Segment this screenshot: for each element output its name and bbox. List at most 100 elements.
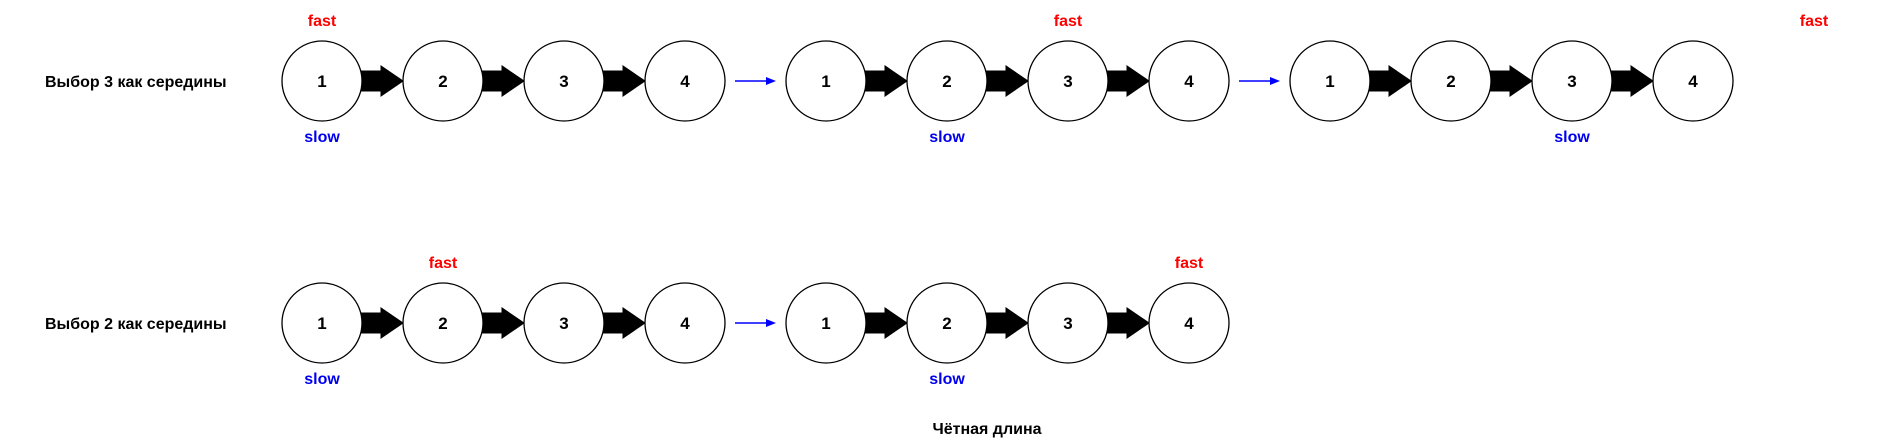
link-arrow [1609, 65, 1654, 97]
list-node: 1 [1289, 40, 1371, 122]
node-value: 2 [1446, 72, 1455, 91]
node-value: 2 [942, 314, 951, 333]
node-circle [1027, 282, 1109, 364]
link-arrow [359, 307, 404, 339]
link-arrow [863, 307, 908, 339]
list-node: 4 [644, 40, 726, 122]
list-node: 2 [906, 40, 988, 122]
node-circle [1410, 40, 1492, 122]
node-circle [644, 282, 726, 364]
list-node: 3 [1027, 40, 1109, 122]
row-label-2: Выбор 2 как середины [45, 316, 227, 333]
list-node: 4 [1148, 282, 1230, 364]
node-circle [644, 40, 726, 122]
link-arrow [480, 307, 525, 339]
list-node: 1 [785, 282, 867, 364]
list-node: 3 [1531, 40, 1613, 122]
list-node: 2 [402, 282, 484, 364]
node-circle [1027, 40, 1109, 122]
list-node: 4 [1148, 40, 1230, 122]
node-value: 1 [1325, 72, 1334, 91]
row-1-state-1: 1 2 3 4 fast slow [281, 13, 776, 146]
slow-pointer-label: slow [929, 371, 965, 388]
fast-pointer-label: fast [1054, 13, 1083, 30]
node-circle [1289, 40, 1371, 122]
node-circle [1148, 40, 1230, 122]
node-value: 3 [1063, 72, 1072, 91]
link-arrow [984, 307, 1029, 339]
node-value: 1 [821, 72, 830, 91]
caption: Чётная длина [932, 421, 1041, 438]
node-circle [402, 282, 484, 364]
list-node: 1 [785, 40, 867, 122]
fast-pointer-label: fast [1175, 255, 1204, 272]
list-node: 4 [1652, 40, 1734, 122]
link-arrow [601, 307, 646, 339]
step-arrow [735, 319, 776, 327]
list-node: 3 [523, 40, 605, 122]
fast-pointer-label: fast [308, 13, 337, 30]
slow-pointer-label: slow [1554, 129, 1590, 146]
link-arrow [984, 65, 1029, 97]
link-arrow [1488, 65, 1533, 97]
list-node: 4 [644, 282, 726, 364]
list-node: 3 [1027, 282, 1109, 364]
list-node: 1 [281, 282, 363, 364]
fast-pointer-label: fast [429, 255, 458, 272]
step-arrow-head [766, 319, 776, 327]
node-circle [523, 40, 605, 122]
node-value: 3 [559, 314, 568, 333]
node-circle [281, 40, 363, 122]
row-1-state-3: 1 2 3 4 fast slow [1289, 13, 1829, 146]
node-value: 3 [559, 72, 568, 91]
node-value: 3 [1567, 72, 1576, 91]
step-arrow-head [766, 77, 776, 85]
row-2-state-2: 1 2 3 4 fast slow [785, 255, 1230, 388]
node-value: 1 [317, 314, 326, 333]
list-node: 1 [281, 40, 363, 122]
node-circle [523, 282, 605, 364]
node-value: 2 [942, 72, 951, 91]
link-arrow [1367, 65, 1412, 97]
diagram-content: 1 2 3 4 fast slow 1 2 3 4 fast slow 1 2 3 4 fast slow 1 2 3 4… [281, 13, 1829, 388]
slow-pointer-label: slow [304, 371, 340, 388]
node-value: 2 [438, 314, 447, 333]
list-node: 2 [1410, 40, 1492, 122]
node-circle [906, 40, 988, 122]
row-1-state-2: 1 2 3 4 fast slow [785, 13, 1280, 146]
node-circle [281, 282, 363, 364]
link-arrow [1105, 65, 1150, 97]
node-value: 4 [1184, 314, 1194, 333]
node-value: 1 [317, 72, 326, 91]
link-arrow [863, 65, 908, 97]
row-label-1: Выбор 3 как середины [45, 74, 227, 91]
node-value: 1 [821, 314, 830, 333]
step-arrow [1239, 77, 1280, 85]
slow-pointer-label: slow [304, 129, 340, 146]
list-node: 2 [906, 282, 988, 364]
node-circle [1652, 40, 1734, 122]
list-node: 2 [402, 40, 484, 122]
node-circle [906, 282, 988, 364]
node-circle [785, 282, 867, 364]
step-arrow [735, 77, 776, 85]
node-circle [785, 40, 867, 122]
link-arrow [480, 65, 525, 97]
link-arrow [1105, 307, 1150, 339]
node-circle [1148, 282, 1230, 364]
node-circle [402, 40, 484, 122]
link-arrow [601, 65, 646, 97]
node-value: 3 [1063, 314, 1072, 333]
node-value: 4 [1688, 72, 1698, 91]
node-circle [1531, 40, 1613, 122]
link-arrow [359, 65, 404, 97]
node-value: 2 [438, 72, 447, 91]
node-value: 4 [1184, 72, 1194, 91]
row-2-state-1: 1 2 3 4 fast slow [281, 255, 776, 388]
slow-pointer-label: slow [929, 129, 965, 146]
step-arrow-head [1270, 77, 1280, 85]
node-value: 4 [680, 314, 690, 333]
node-value: 4 [680, 72, 690, 91]
fast-pointer-label: fast [1800, 13, 1829, 30]
